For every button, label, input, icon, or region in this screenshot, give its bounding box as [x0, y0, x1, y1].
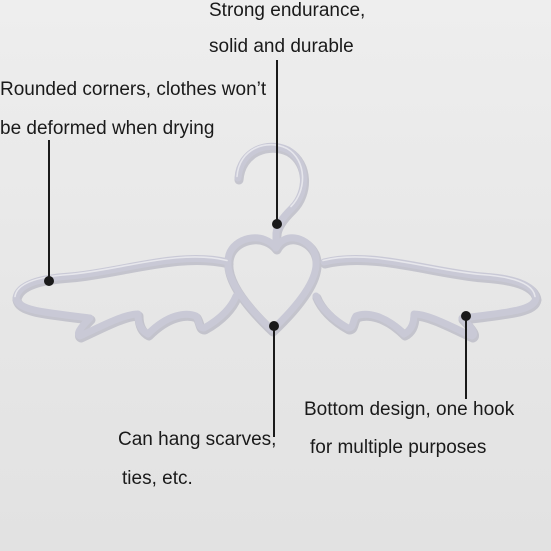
hanger-right-wing [312, 254, 540, 340]
bottom-annotation-line1: Bottom design, one hook [304, 399, 515, 420]
hook-leader-line [276, 60, 278, 223]
bottom-leader-dot [461, 311, 471, 321]
heart-leader-line [273, 327, 275, 437]
hanger-hook [234, 142, 307, 238]
hook-annotation-line1: Strong endurance, [209, 0, 366, 21]
corners-annotation-line1: Rounded corners, clothes won’t [0, 79, 267, 100]
hanger-left-wing [12, 254, 240, 340]
bottom-leader-line [465, 317, 467, 399]
hook-leader-dot [272, 219, 282, 229]
heart-annotation-line1: Can hang scarves, [118, 429, 277, 450]
hook-annotation-line2: solid and durable [209, 36, 354, 57]
bottom-annotation-line2: for multiple purposes [310, 437, 487, 458]
corners-leader-line [48, 140, 50, 280]
heart-annotation-line2: ties, etc. [122, 468, 193, 489]
hanger-heart [224, 234, 320, 334]
heart-leader-dot [269, 321, 279, 331]
corners-leader-dot [44, 276, 54, 286]
corners-annotation-line2: be deformed when drying [0, 118, 215, 139]
